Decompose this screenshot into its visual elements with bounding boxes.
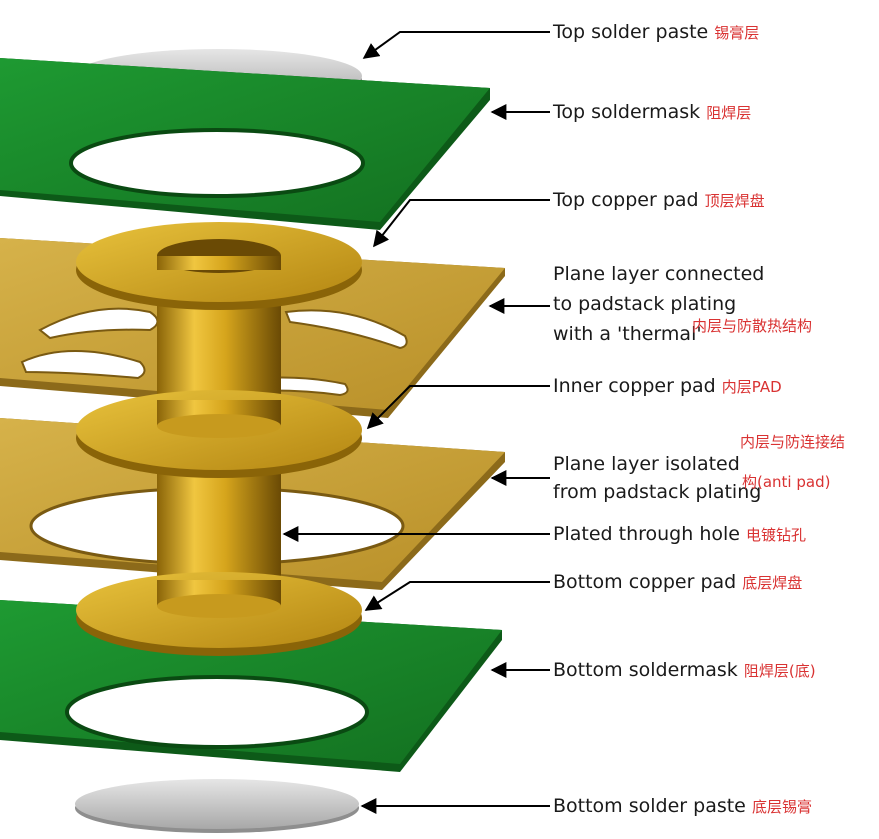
- label-isolated-zh-line2: 构(anti pad): [742, 473, 831, 491]
- bottom-solder-paste: [75, 779, 359, 833]
- label-zh: 底层锡膏: [751, 798, 812, 816]
- arrow-top-pad: [373, 199, 550, 248]
- label-en: Bottom copper pad: [553, 571, 737, 593]
- top-soldermask: [0, 58, 490, 230]
- label-en: Bottom solder paste: [553, 795, 746, 817]
- label-zh: 阻焊层(底): [743, 662, 816, 680]
- bottom-copper-pad: [76, 572, 362, 656]
- label-bottom-copper-pad: Bottom copper pad 底层焊盘: [553, 568, 802, 597]
- label-en: Top soldermask: [553, 101, 701, 123]
- top-copper-pad: [76, 222, 362, 310]
- label-top-copper-pad: Top copper pad 顶层焊盘: [553, 186, 765, 215]
- label-zh: 阻焊层: [706, 104, 752, 122]
- label-thermal-plane-line1: Plane layer connected: [553, 263, 765, 285]
- arrow-inner-pad: [366, 385, 550, 430]
- arrow-bottom-pad: [364, 581, 550, 611]
- label-en: Inner copper pad: [553, 375, 716, 397]
- arrow-top-paste: [362, 31, 550, 59]
- label-top-soldermask: Top soldermask 阻焊层: [553, 98, 751, 127]
- label-zh: 底层焊盘: [742, 574, 803, 592]
- label-inner-copper-pad: Inner copper pad 内层PAD: [553, 372, 782, 401]
- label-zh: 锡膏层: [714, 24, 760, 42]
- label-thermal-zh: 内层与防散热结构: [692, 317, 813, 335]
- inner-copper-pad: [76, 390, 362, 478]
- label-isolated-plane-line2: from padstack plating: [553, 481, 762, 503]
- label-isolated-plane-line1: Plane layer isolated: [553, 453, 740, 475]
- label-en: Top solder paste: [553, 21, 709, 43]
- leader-arrows: [282, 31, 550, 814]
- label-zh: 内层PAD: [721, 378, 782, 396]
- label-bottom-soldermask: Bottom soldermask 阻焊层(底): [553, 656, 816, 685]
- label-zh: 电镀钻孔: [746, 526, 807, 544]
- label-top-solder-paste: Top solder paste 锡膏层: [553, 18, 759, 47]
- label-en: Plated through hole: [553, 523, 740, 545]
- label-thermal-plane-line2: to padstack plating: [553, 293, 737, 315]
- label-en: Bottom soldermask: [553, 659, 738, 681]
- label-thermal-plane-line3: with a 'thermal': [553, 323, 702, 345]
- label-isolated-zh-line1: 内层与防连接结: [740, 433, 846, 451]
- label-en: Top copper pad: [553, 189, 699, 211]
- label-plated-through-hole: Plated through hole 电镀钻孔: [553, 520, 806, 549]
- label-zh: 顶层焊盘: [704, 192, 765, 210]
- label-bottom-solder-paste: Bottom solder paste 底层锡膏: [553, 792, 812, 821]
